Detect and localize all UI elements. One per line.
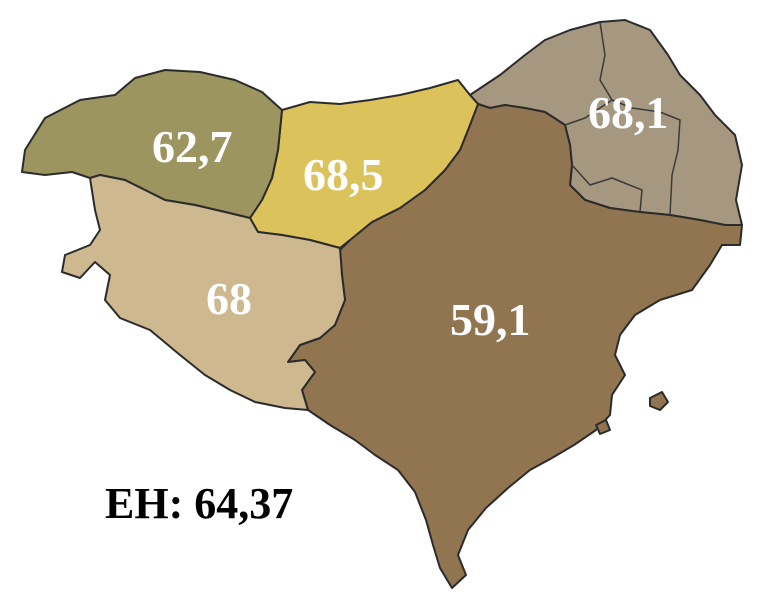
region-value-nafarroa: 59,1: [450, 294, 531, 345]
province-border: [571, 164, 643, 213]
region-islet: [649, 391, 669, 411]
region-value-iparralde: 68,1: [588, 87, 669, 138]
region-value-gipuzkoa: 68,5: [303, 149, 384, 200]
total-value-label: EH: 64,37: [105, 479, 294, 528]
region-value-bizkaia: 62,7: [152, 121, 233, 172]
region-value-araba: 68: [206, 273, 252, 324]
province-border: [564, 99, 613, 126]
region-araba: [61, 174, 346, 411]
region-islet: [595, 419, 611, 435]
province-border: [599, 21, 681, 216]
